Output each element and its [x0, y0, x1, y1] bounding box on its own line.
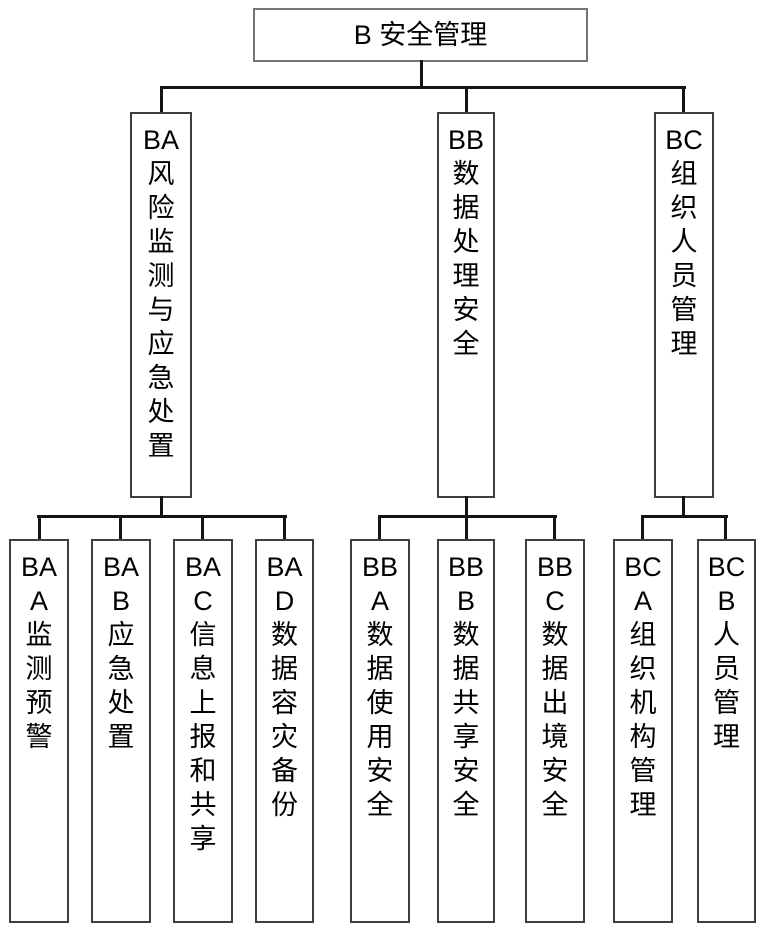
connector-bad-stub	[283, 515, 286, 540]
node-b-root: B 安全管理	[253, 8, 588, 62]
connector-bb-stub	[465, 86, 468, 113]
connector-ba-hline	[37, 515, 287, 518]
connector-bbc-stub	[553, 515, 556, 540]
connector-ba-stub	[160, 86, 163, 113]
node-bad: BA D 数 据 容 灾 备 份	[255, 539, 314, 923]
connector-ba-down-stub	[160, 496, 163, 517]
connector-bca-stub	[641, 515, 644, 540]
connector-bcb-stub	[724, 515, 727, 540]
node-bca: BC A 组 织 机 构 管 理	[613, 539, 673, 923]
node-bba: BB A 数 据 使 用 安 全	[350, 539, 410, 923]
connector-bab-stub	[119, 515, 122, 540]
connector-bbb-stub	[465, 515, 468, 540]
connector-baa-stub	[38, 515, 41, 540]
connector-bb-down-stub	[465, 496, 468, 517]
connector-bc-stub	[682, 86, 685, 113]
node-bab: BA B 应 急 处 置	[91, 539, 151, 923]
node-bc: BC 组 织 人 员 管 理	[654, 112, 714, 498]
connector-root-stub	[420, 60, 423, 88]
node-bcb: BC B 人 员 管 理	[697, 539, 756, 923]
connector-bba-stub	[378, 515, 381, 540]
node-bbb: BB B 数 据 共 享 安 全	[437, 539, 495, 923]
connector-bac-stub	[201, 515, 204, 540]
connector-level1-hline	[160, 86, 686, 89]
node-baa: BA A 监 测 预 警	[9, 539, 69, 923]
connector-bc-hline	[641, 515, 728, 518]
node-bb: BB 数 据 处 理 安 全	[437, 112, 495, 498]
node-bac: BA C 信 息 上 报 和 共 享	[173, 539, 233, 923]
connector-bc-down-stub	[682, 496, 685, 517]
node-bbc: BB C 数 据 出 境 安 全	[525, 539, 585, 923]
node-ba: BA 风 险 监 测 与 应 急 处 置	[130, 112, 192, 498]
